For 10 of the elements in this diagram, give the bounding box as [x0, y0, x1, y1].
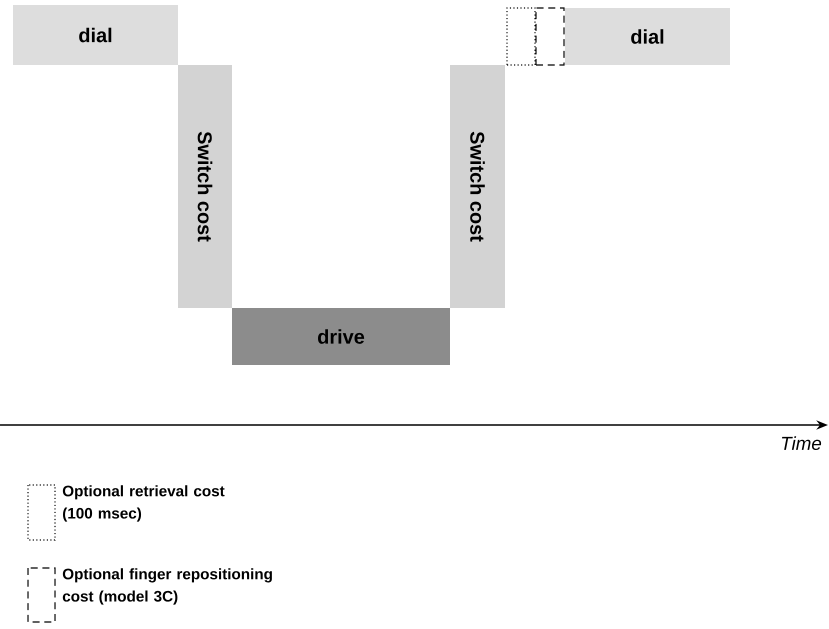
- dashed-box: [535, 7, 565, 66]
- axis-label: Time: [782, 436, 822, 450]
- activity-bar: Switch cost: [450, 65, 505, 308]
- activity-bar: dial: [13, 5, 178, 65]
- activity-bar: dial: [565, 8, 730, 65]
- dotted-box: [506, 7, 536, 66]
- legend-text: Optional finger repositioning cost (model 3C): [62, 568, 272, 605]
- activity-bar: drive: [232, 308, 450, 365]
- activity-bar: Switch cost: [178, 65, 232, 308]
- legend-text: Optional retrieval cost (100 msec): [62, 485, 225, 522]
